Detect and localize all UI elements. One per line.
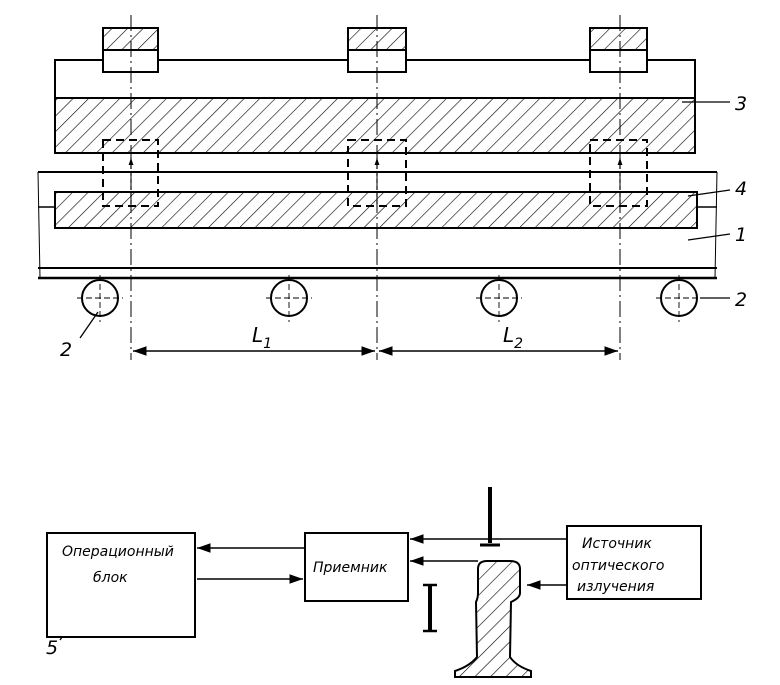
operational-block-label-1: Операционный bbox=[62, 544, 174, 560]
sensor-block-right bbox=[589, 27, 648, 73]
callout-5: 5 bbox=[46, 637, 58, 659]
optical-source-label-3: излучения bbox=[577, 579, 654, 595]
callout-4: 4 bbox=[735, 178, 747, 200]
optical-source-label-2: оптического bbox=[572, 558, 665, 574]
optical-marker-icon bbox=[480, 487, 500, 547]
dimension-l1-label: L1 bbox=[252, 323, 272, 352]
rollers bbox=[81, 279, 698, 317]
operational-block-label-2: блок bbox=[93, 570, 128, 586]
center-lines bbox=[130, 15, 621, 360]
callout-3: 3 bbox=[735, 93, 747, 115]
receiver-block bbox=[304, 532, 409, 602]
callout-1: 1 bbox=[735, 224, 747, 246]
roller-axes bbox=[77, 275, 702, 322]
optical-source-block bbox=[566, 525, 702, 600]
hatched-strip bbox=[54, 191, 698, 229]
operational-block bbox=[46, 532, 196, 638]
optical-source-label-1: Источник bbox=[582, 536, 652, 552]
rail-profile-icon bbox=[454, 560, 532, 678]
i-beam-icon bbox=[423, 583, 437, 633]
receiver-block-label: Приемник bbox=[313, 560, 388, 576]
callout-2-left: 2 bbox=[60, 339, 72, 361]
dimension-l2-label: L2 bbox=[503, 323, 523, 352]
callout-2-right: 2 bbox=[735, 289, 747, 311]
